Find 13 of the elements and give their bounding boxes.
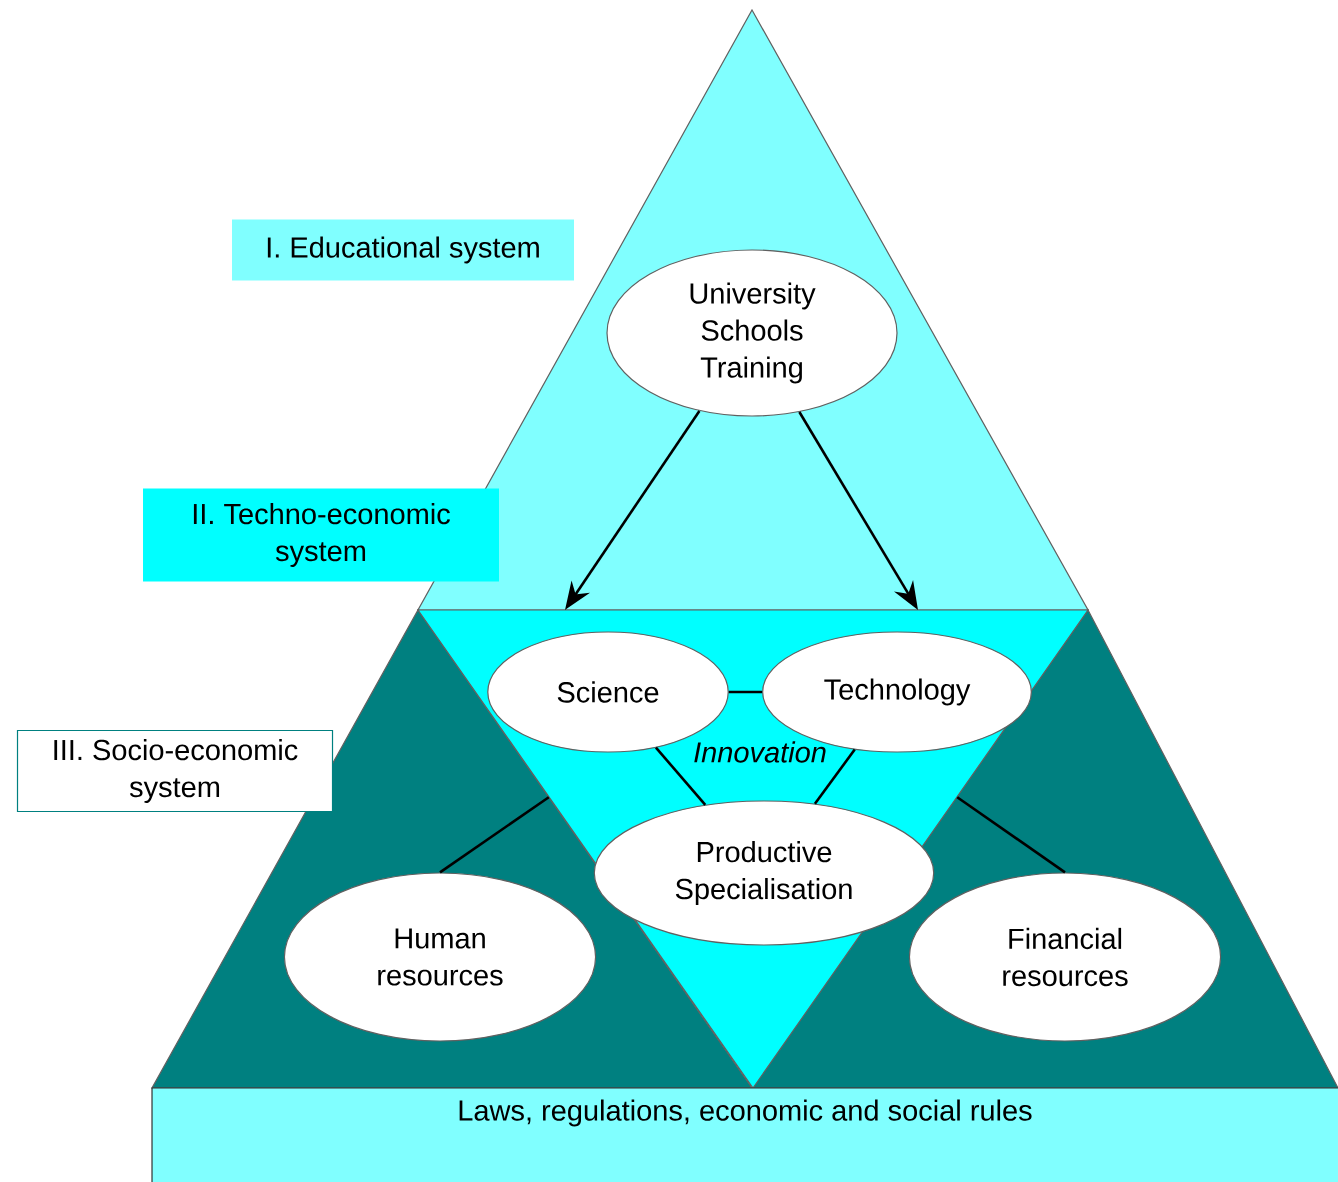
ellipse-node: Financial resources xyxy=(908,872,1222,1042)
connector-line xyxy=(813,748,856,805)
connector-line xyxy=(956,796,1066,874)
ellipse-node: University Schools Training xyxy=(606,249,898,417)
ellipse-node: Productive Specialisation xyxy=(593,800,935,946)
system-label: II. Techno-economic system xyxy=(143,488,499,582)
ellipse-node: Human resources xyxy=(283,872,597,1042)
connector-line xyxy=(728,690,763,694)
connector-line xyxy=(654,746,707,806)
rules-band: Laws, regulations, economic and social rules xyxy=(151,1087,1338,1182)
connector-line xyxy=(439,796,550,874)
system-label: III. Socio-economic system xyxy=(16,729,334,813)
system-label: I. Educational system xyxy=(232,219,574,281)
